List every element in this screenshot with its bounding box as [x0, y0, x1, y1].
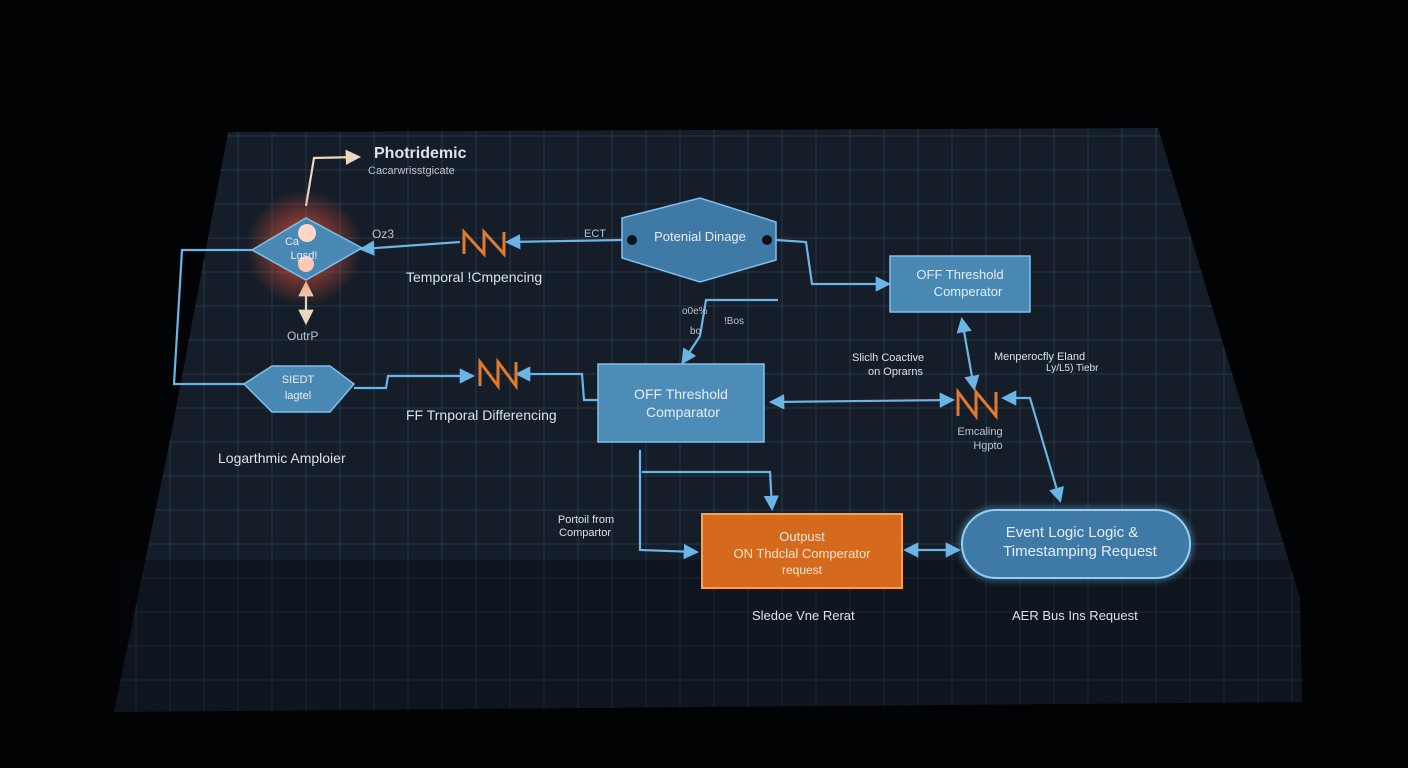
from-comparator-line1: Portoil from [557, 514, 615, 526]
photodiode-bottom-tag: OutrP [287, 329, 319, 343]
output-line2: ON Thdclal Comperator [733, 546, 871, 561]
temporal-top-symbol [462, 228, 506, 258]
wire-logamp-to-temporal-mid [354, 368, 476, 390]
wire-potential-to-offtop [775, 238, 892, 292]
off-comparator-mid[interactable] [597, 363, 765, 443]
from-comparator-line2: Compartor [559, 527, 611, 539]
temporal-top-tag: ECT [584, 228, 606, 240]
mid-note-b: bo [690, 326, 702, 337]
log-amp-line2: lagtel [284, 390, 312, 402]
wires [172, 234, 1064, 560]
wire-temporal-top-to-photo [358, 240, 461, 256]
switch-note-line2: on Oprarns [868, 366, 924, 378]
off-comparator-mid-line1: OFF Threshold [634, 386, 728, 402]
aer-label: AER Bus Ins Request [1012, 608, 1138, 623]
photodiode-sphere-bottom [298, 256, 314, 272]
potential-block[interactable] [621, 197, 777, 283]
event-logic-line2: Timestamping Request [1003, 543, 1157, 560]
output-block[interactable] [701, 513, 903, 589]
log-amp-line1: SIEDT [281, 374, 315, 386]
temporal-top-label: Temporal !Cmpencing [406, 269, 543, 285]
wire-offmid-branch [642, 470, 780, 512]
potential-port-right [762, 235, 772, 245]
wire-offmid-to-encoder [768, 392, 956, 410]
arrow-to-photodiode-title [304, 149, 362, 207]
memory-note-line2: Ly/L5) Tiebr [1046, 363, 1099, 374]
encoder-symbol [956, 387, 998, 421]
wire-offmid-to-temporal-mid [514, 366, 598, 402]
potential-port-left [627, 235, 637, 245]
photodiode-node-line2: Lgsd! [290, 250, 318, 262]
mid-note-c: !Bos [724, 316, 745, 327]
potential-label: Potenial Dinage [654, 229, 746, 244]
temporal-mid-symbol [478, 357, 518, 391]
photodiode-sphere-top [298, 224, 316, 242]
log-amp-block[interactable] [242, 365, 356, 413]
mid-note-a: o0e% [682, 306, 708, 317]
wire-encoder-to-event [1000, 390, 1064, 503]
output-line3: request [781, 563, 823, 577]
event-logic-line1: Event Logic Logic & [1005, 524, 1139, 541]
memory-note-line1: Menperocfly Eland [994, 351, 1086, 363]
encoder-line2: Hgpto [973, 440, 1003, 452]
wire-photo-to-logamp [172, 248, 252, 386]
photodiode-node-line1: Ca [284, 236, 300, 248]
off-comparator-top-line1: OFF Threshold [916, 267, 1004, 282]
switch-note-line1: Sliclh Coactive [852, 352, 925, 364]
wire-potential-to-offmid [681, 298, 778, 365]
reset-label: Sledoe Vne Rerat [752, 608, 855, 623]
wire-potential-to-temporal-top [504, 234, 623, 250]
photodiode-subtitle: Cacarwrisstgicate [368, 165, 455, 177]
output-line1: Outpust [779, 529, 825, 544]
photodiode-left-tag: Oz3 [372, 227, 395, 241]
off-comparator-top[interactable] [889, 255, 1031, 313]
photodiode-title: Photridemic [374, 145, 467, 162]
off-comparator-top-line2: Comperator [933, 284, 1003, 299]
encoder-line1: Emcaling [957, 426, 1003, 438]
wire-offmid-down-to-output [638, 450, 700, 560]
wire-offtop-to-encoder [956, 316, 980, 392]
event-logic-block[interactable] [961, 509, 1191, 579]
off-comparator-mid-line2: Comparator [646, 404, 720, 420]
temporal-mid-label: FF Trnporal Differencing [406, 407, 557, 423]
board-shade [114, 560, 1302, 712]
log-amp-label: Logarthmic Amploier [218, 450, 346, 466]
photodiode-node[interactable] [250, 217, 364, 281]
